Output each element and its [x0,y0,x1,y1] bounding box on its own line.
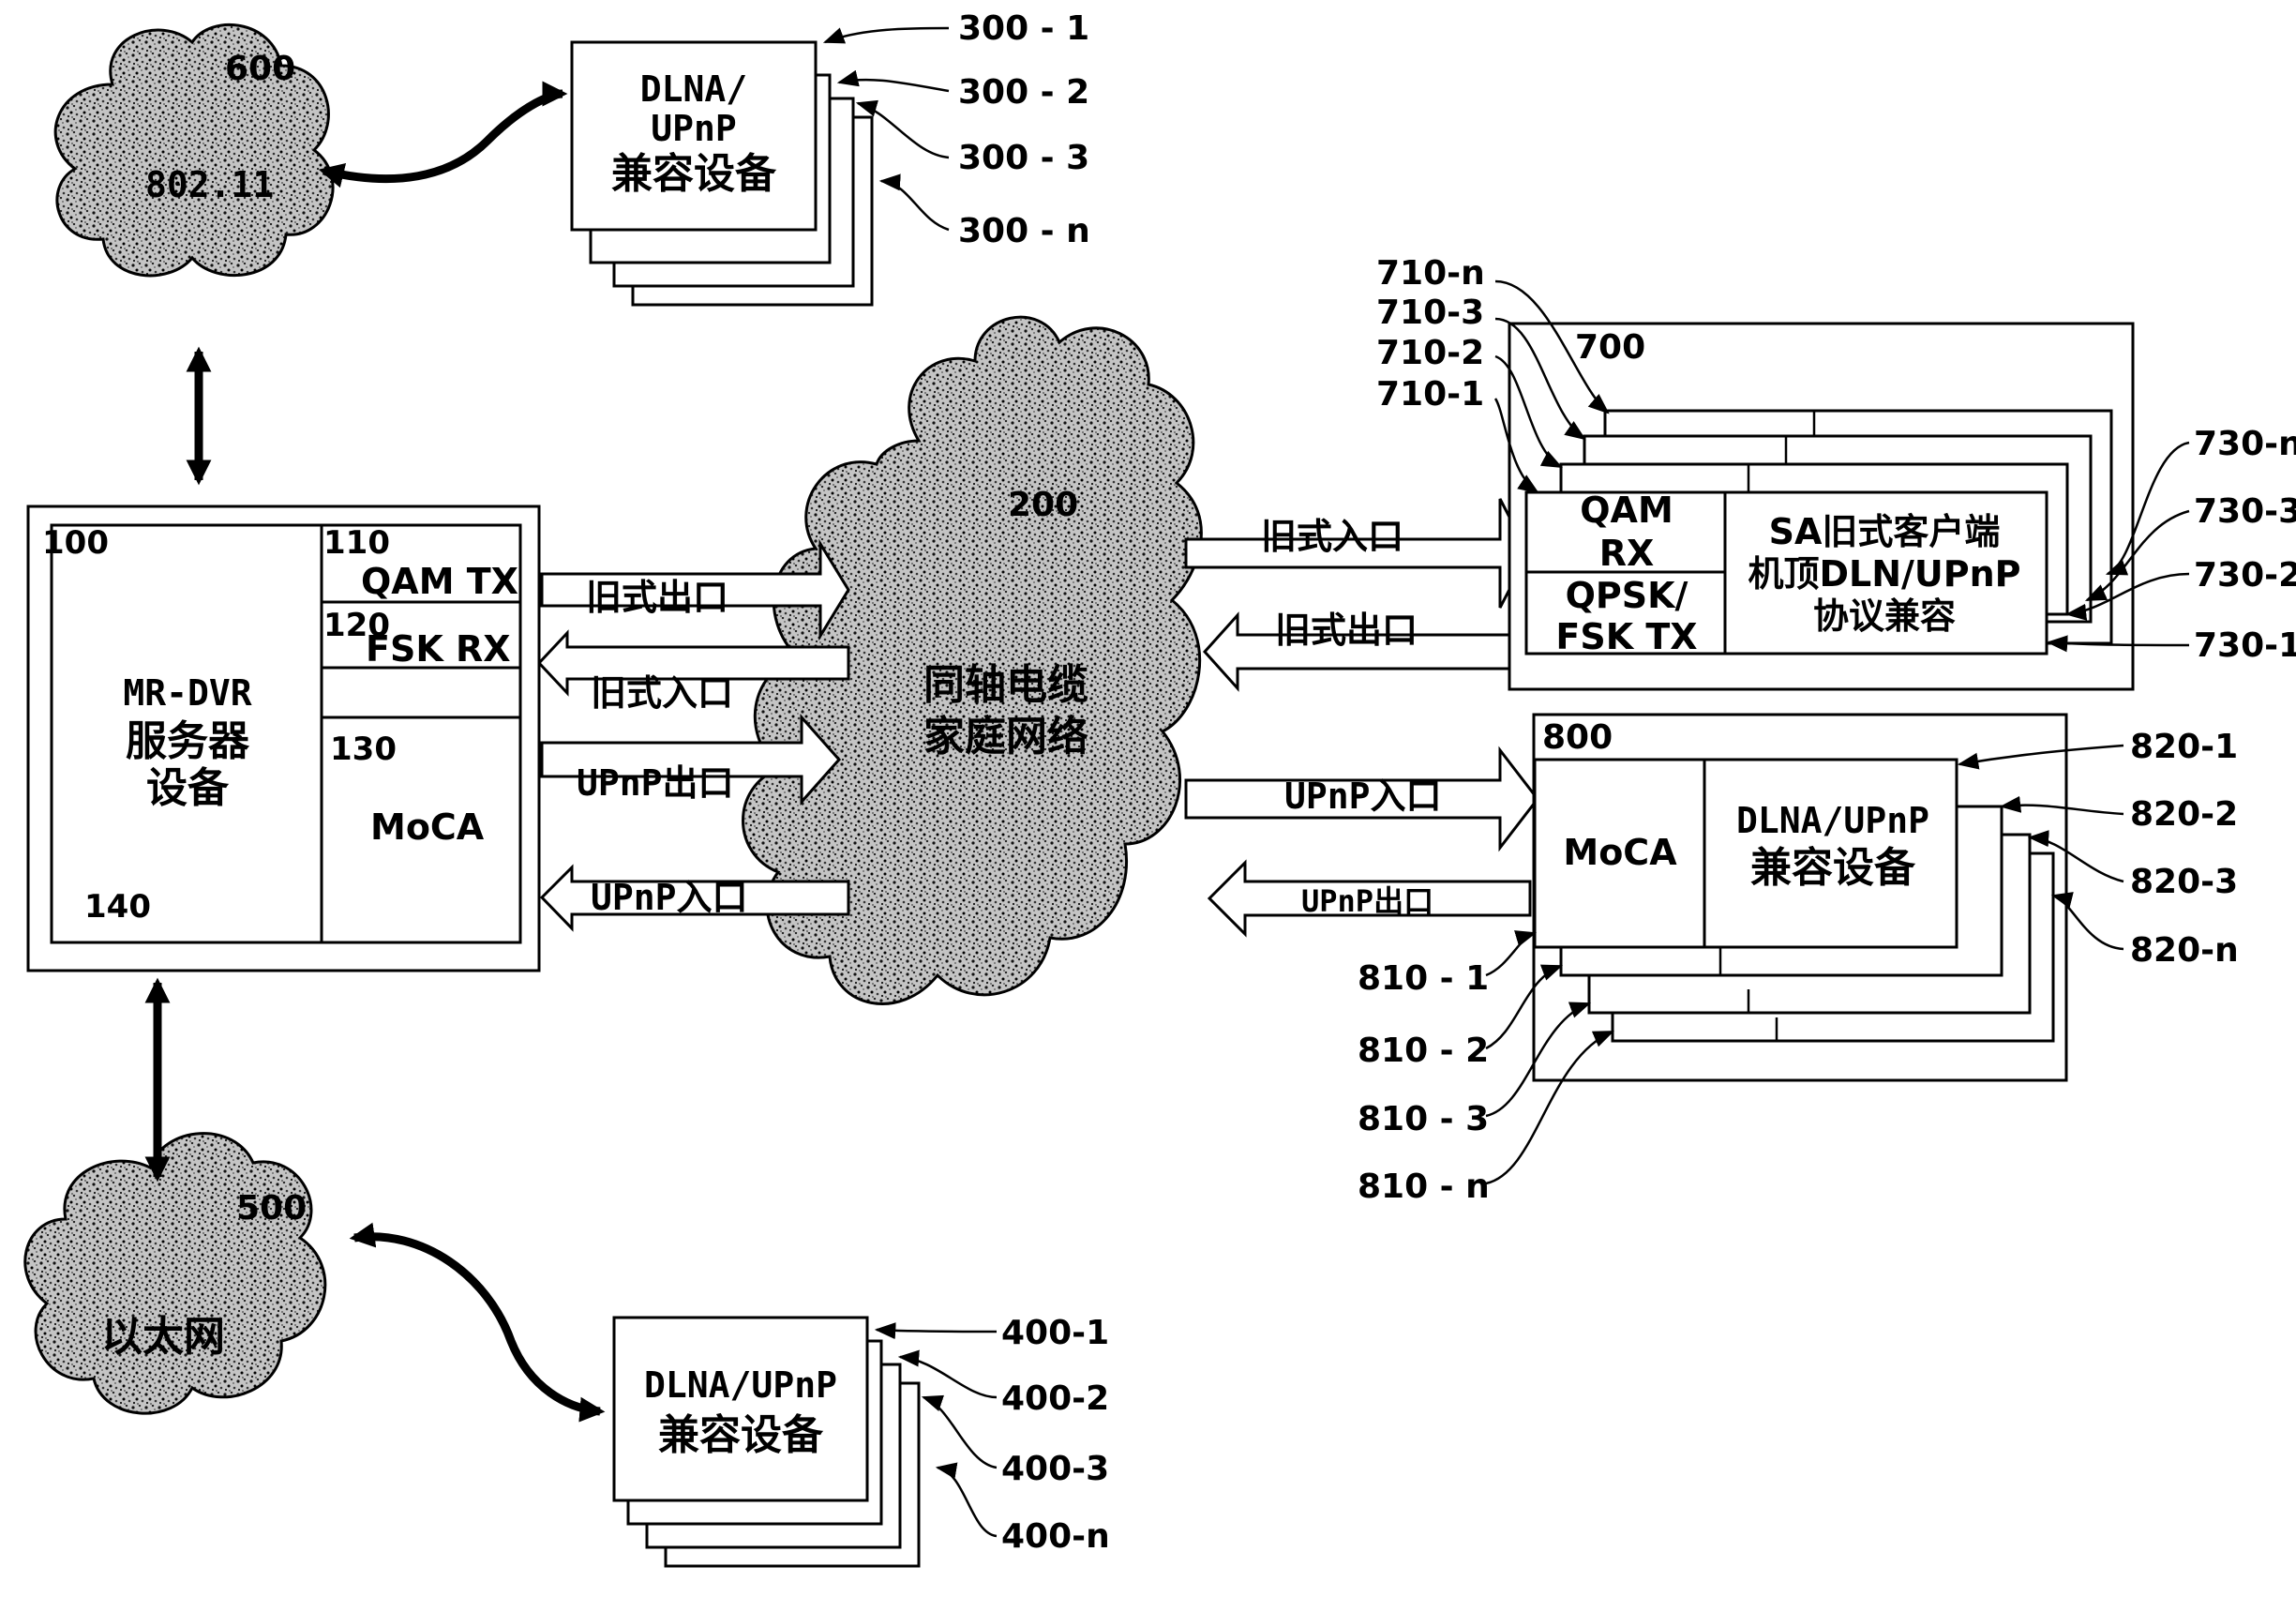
server-fsk-rx: FSK RX [366,628,511,670]
ref-700: 700 [1575,328,1645,367]
ref-400-1: 400-1 [1001,1314,1109,1352]
ref-730-n: 730-n [2194,425,2296,463]
cloud-coax-label-1: 同轴电缆 [923,661,1088,709]
link-wifi-to-dlna300 [318,81,568,188]
server-moca: MoCA [370,806,485,848]
label-legacy-out-right: 旧式出口 [1275,610,1418,651]
ref-820-n: 820-n [2130,931,2239,970]
stb-qpsk-line2: FSK TX [1555,616,1697,657]
arrow-upnp-out-right [1207,859,1532,938]
ref-300-3: 300 - 3 [958,139,1089,177]
ref-730-3: 730-3 [2194,492,2296,531]
ref-300-1: 300 - 1 [958,9,1089,48]
ref-500: 500 [236,1189,307,1228]
dlna-device-stack-300 [570,40,874,307]
ref-730-2: 730-2 [2194,556,2296,595]
arrow-legacy-in-left [536,629,850,697]
ref-810-1: 810 - 1 [1358,959,1489,998]
stb-stack-700 [1508,322,2135,691]
dlna300-line3: 兼容设备 [611,150,777,198]
ref-710-3: 710-3 [1376,294,1484,332]
ref-300-2: 300 - 2 [958,73,1089,112]
ref-400-3: 400-3 [1001,1450,1109,1488]
cloud-ethernet-500 [23,1132,327,1415]
server-device-100 [26,505,541,972]
dev800-line1: DLNA/UPnP [1736,800,1929,841]
ref-710-2: 710-2 [1376,334,1484,372]
cloud-ethernet-label: 以太网 [101,1313,225,1361]
ref-820-3: 820-3 [2130,863,2238,901]
arrow-upnp-out-left [540,714,842,806]
cloud-coax-label-2: 家庭网络 [923,713,1088,761]
device-stack-800 [1532,713,2068,1082]
server-name-line2: 服务器 [126,717,250,765]
label-legacy-in-right: 旧式入口 [1261,516,1403,557]
arrow-upnp-in-right [1184,746,1539,852]
ref-710-n: 710-n [1376,254,1485,293]
ref-200: 200 [1008,486,1078,524]
server-name-line1: MR-DVR [123,672,251,714]
arrow-legacy-out-left [540,538,850,641]
label-legacy-in-left: 旧式入口 [591,672,733,714]
label-upnp-in-left: UPnP入口 [591,877,748,918]
ref-600: 600 [225,50,295,88]
ref-110: 110 [323,524,390,562]
cloud-wifi-600 [53,23,335,278]
ref-810-3: 810 - 3 [1358,1100,1489,1138]
ref-400-2: 400-2 [1001,1379,1109,1418]
server-qam-tx: QAM TX [361,561,518,602]
leaders-300 [822,26,950,232]
server-name-line3: 设备 [146,764,230,812]
cloud-wifi-label: 802.11 [145,164,274,205]
dlna300-line1: DLNA/ [640,68,747,110]
leaders-400 [874,1322,998,1538]
dlna400-line1: DLNA/UPnP [644,1364,837,1406]
ref-810-2: 810 - 2 [1358,1032,1489,1070]
stb-qam-rx-line2: RX [1599,533,1655,574]
arrow-upnp-in-left [539,864,850,932]
stb-desc-line3: 协议兼容 [1813,595,1956,637]
dlna300-line2: UPnP [651,108,737,149]
dlna-device-stack-400 [612,1316,921,1568]
dev800-line2: 兼容设备 [1750,844,1916,892]
label-upnp-in-right: UPnP入口 [1284,776,1442,817]
dlna400-line2: 兼容设备 [658,1411,824,1459]
label-legacy-out-left: 旧式出口 [586,577,728,618]
stb-desc-line2: 机顶DLN/UPnP [1748,553,2020,595]
ref-800: 800 [1542,718,1613,757]
leaders-730 [2046,441,2190,653]
stb-qpsk-line1: QPSK/ [1566,575,1688,616]
stb-desc-line1: SA旧式客户端 [1769,511,2001,552]
label-upnp-out-left: UPnP出口 [577,762,734,804]
dev800-moca: MoCA [1563,832,1677,873]
leaders-810 [1485,930,1615,1185]
stb-qam-rx-line1: QAM [1580,490,1673,531]
ref-140: 140 [84,888,151,926]
ref-730-1: 730-1 [2194,626,2296,665]
ref-130: 130 [330,731,397,768]
ref-820-1: 820-1 [2130,728,2238,766]
leaders-710 [1493,279,1610,494]
ref-820-2: 820-2 [2130,795,2238,834]
leaders-820 [1957,744,2124,951]
ref-710-1: 710-1 [1376,375,1484,414]
ref-810-n: 810 - n [1358,1168,1490,1206]
ref-300-n: 300 - n [958,212,1090,250]
ref-100: 100 [42,524,109,562]
ref-120: 120 [323,607,390,644]
ref-400-n: 400-n [1001,1517,1110,1556]
label-upnp-out-right: UPnP出口 [1301,883,1433,919]
link-ethernet-to-dlna400 [349,1222,606,1423]
